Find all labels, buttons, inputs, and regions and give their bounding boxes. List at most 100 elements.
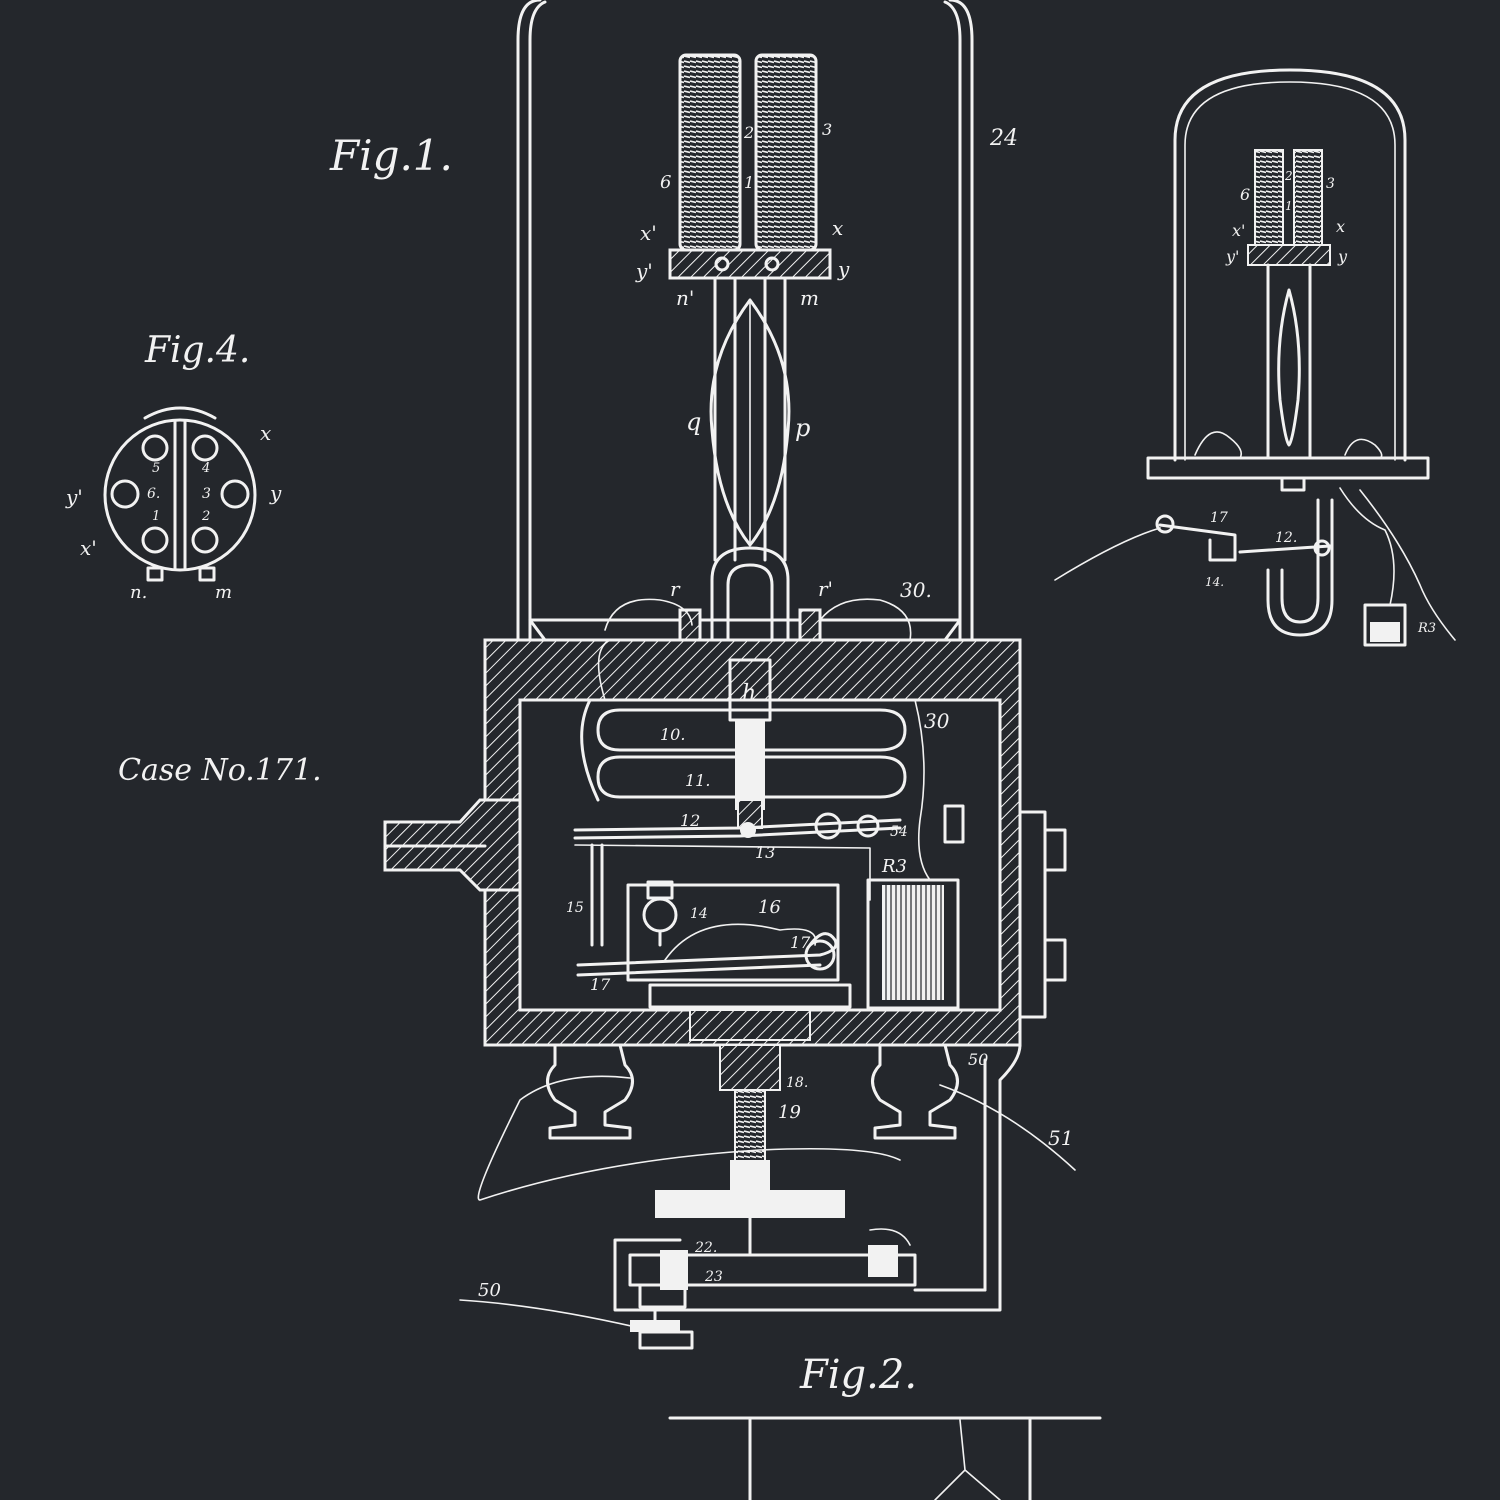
fig1-labels: Fig.1. 24 6 2 3 1 x' x y' y n' m q p r r…: [118, 120, 1073, 1398]
label-13: 13: [755, 843, 775, 862]
gear-wheel: [655, 1190, 845, 1218]
inset-label-14: 14.: [1205, 575, 1224, 589]
label-m: m: [800, 286, 819, 310]
pivot-13: [740, 822, 756, 838]
inset-label-1: 1: [1285, 199, 1293, 213]
terminal-m: [764, 256, 780, 272]
foot-right: [871, 1043, 959, 1140]
label-16: 16: [758, 897, 781, 918]
fig4-label-x-prime: x': [80, 536, 97, 560]
label-30-top: 30.: [900, 578, 932, 602]
inset-bell-jar: [1173, 68, 1407, 462]
foot-left: [546, 1043, 634, 1140]
lever-17: [576, 932, 838, 967]
arch-support: [710, 546, 790, 642]
label-12: 12: [680, 811, 700, 830]
fig4-title: Fig.4.: [144, 330, 250, 371]
case-number: Case No.171.: [118, 753, 322, 788]
label-19: 19: [778, 1102, 801, 1123]
label-2: 2: [743, 123, 754, 142]
label-1: 1: [744, 173, 754, 192]
fig4-label-2: 2: [201, 509, 210, 524]
inset-coil-right: [1293, 149, 1323, 246]
inset-label-y: y: [1337, 247, 1348, 266]
frame-16: [626, 883, 840, 982]
inset-label-2: 2: [1284, 169, 1293, 183]
bell-jar-right-wall-inner: [943, 0, 962, 662]
screw-a: [814, 812, 842, 840]
label-y: y: [837, 257, 850, 281]
label-14: 14: [690, 906, 708, 922]
screw-b: [856, 814, 880, 838]
wire-loop: [477, 1075, 901, 1201]
label-22: 22.: [694, 1240, 717, 1256]
inset-label-3: 3: [1326, 176, 1335, 192]
bushing-18: [719, 1044, 781, 1091]
label-x-prime: x': [640, 221, 657, 245]
inset-label-R3: R3: [1417, 621, 1436, 636]
label-3: 3: [822, 120, 832, 139]
label-50-right: 50: [968, 1050, 988, 1069]
label-18: 18.: [786, 1075, 808, 1091]
label-54: 54: [890, 824, 908, 840]
bell-jar-left-wall-inner: [528, 0, 547, 662]
label-17-upper: 17: [790, 933, 811, 952]
valve-14: [642, 897, 678, 933]
tube-10: [596, 708, 907, 752]
fig1-title: Fig.1.: [329, 131, 453, 180]
label-n-prime: n': [676, 286, 694, 310]
label-6: 6: [660, 172, 671, 193]
fig1-apparatus: [383, 0, 1102, 1500]
fig4-terminal-head: Fig.4. 5 4 6. 3 1 2 x y' y x' n. m: [65, 330, 282, 603]
label-17-lower: 17: [590, 975, 611, 994]
platform: [648, 983, 852, 1009]
jar-base-rim: [528, 618, 962, 642]
fig4-outer-ring: [103, 418, 257, 572]
bell-jar-left-wall: [516, 0, 542, 662]
fig4-label-m: m: [215, 582, 232, 603]
coil-left: [678, 53, 742, 252]
spindle-lower: [735, 720, 765, 810]
label-15: 15: [566, 900, 584, 916]
inset-label-x-prime: x': [1232, 221, 1245, 240]
label-30-inner: 30: [924, 709, 950, 733]
label-23: 23: [704, 1269, 723, 1285]
battery-R3: [866, 878, 960, 1010]
wire-51: [939, 1084, 1076, 1171]
label-11: 11.: [685, 771, 710, 790]
label-r: r: [670, 577, 681, 601]
wire-50: [459, 1299, 641, 1329]
label-10: 10.: [660, 725, 685, 744]
side-bracket: [1018, 810, 1047, 1019]
inset-label-6: 6: [1240, 185, 1250, 204]
label-50-left: 50: [478, 1280, 501, 1301]
inset-label-x: x: [1336, 217, 1345, 236]
label-24: 24: [989, 126, 1018, 151]
fig4-label-6: 6.: [147, 486, 160, 502]
coil-right: [754, 53, 818, 252]
label-x: x: [832, 216, 843, 240]
bell-jar-right-wall: [948, 0, 974, 662]
inset-battery: [1363, 603, 1407, 647]
screw-50: [630, 1320, 680, 1332]
fig4-label-3: 3: [202, 486, 211, 502]
lever-12: [573, 818, 902, 832]
fig2-title: Fig.2.: [799, 1352, 917, 1398]
inset-lever-17: [1158, 523, 1237, 562]
fig4-label-x: x: [260, 421, 271, 445]
label-h: h: [742, 681, 756, 706]
label-y-prime: y': [635, 259, 653, 283]
fig4-label-5: 5: [152, 461, 160, 476]
terminal-n: [714, 256, 730, 272]
fig4-label-n: n.: [130, 582, 147, 603]
fig4-label-y-prime: y': [65, 485, 83, 509]
label-51: 51: [1048, 1126, 1073, 1150]
inset-label-y-prime: y': [1225, 247, 1239, 266]
label-p: p: [795, 414, 810, 442]
inset-label-12: 12.: [1275, 530, 1297, 546]
inset-u-tube: [1266, 498, 1334, 637]
inset-base: [1146, 456, 1430, 480]
lever-22: [628, 1253, 917, 1287]
